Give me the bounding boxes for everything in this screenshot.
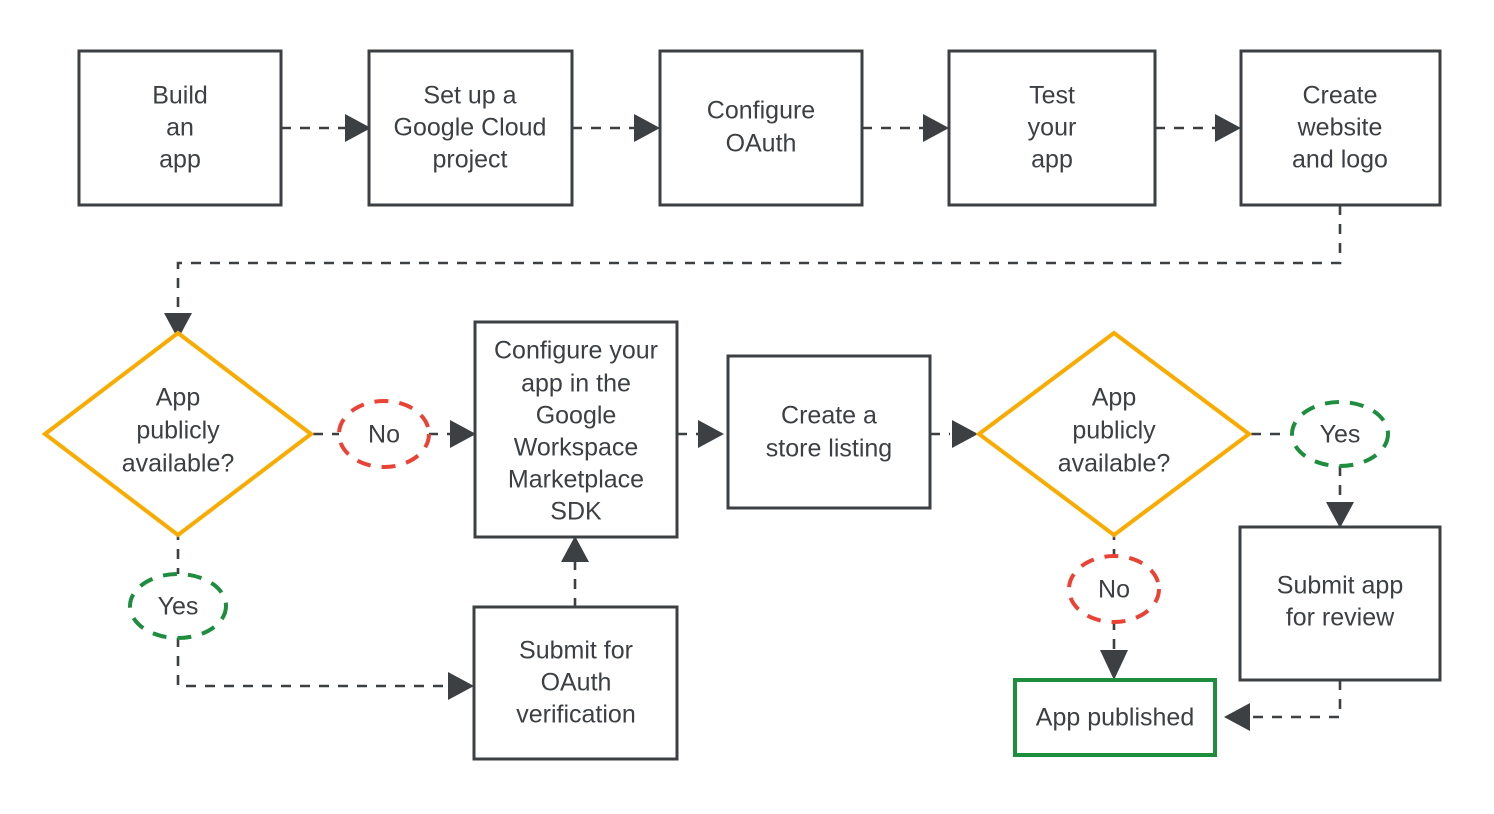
edge-label-no-1: No — [337, 399, 431, 469]
node-app-publicly-available-2-line-0: App — [1092, 384, 1136, 412]
edge-cloud-to-oauth — [572, 114, 660, 142]
edge-label-no-2: No — [1067, 554, 1161, 624]
node-build-an-app[interactable]: Build an app — [77, 49, 283, 207]
edge-review-to-published — [1224, 680, 1342, 731]
edge-store-listing-to-decision2 — [930, 420, 978, 448]
node-create-store-listing[interactable]: Create a store listing — [726, 354, 932, 510]
edge-label-no-1-text: No — [368, 421, 400, 449]
node-configure-app-sdk-line-3: Workspace — [514, 434, 639, 462]
edge-sdk-to-store-listing — [677, 420, 724, 448]
node-build-an-app-line-1: an — [166, 114, 194, 142]
node-set-up-google-cloud-line-1: Google Cloud — [394, 114, 547, 142]
node-submit-oauth-verification[interactable]: Submit for OAuth verification — [472, 605, 679, 761]
node-test-your-app-line-1: your — [1028, 114, 1077, 142]
node-build-an-app-line-2: app — [159, 146, 201, 174]
node-create-website-and-logo[interactable]: Create website and logo — [1239, 49, 1442, 207]
node-app-publicly-available-1[interactable]: App publicly available? — [41, 330, 315, 538]
node-configure-app-sdk-line-1: app in the — [521, 370, 631, 398]
node-app-publicly-available-2[interactable]: App publicly available? — [975, 330, 1253, 538]
edge-oauth-to-test — [862, 114, 949, 142]
node-configure-app-sdk[interactable]: Configure your app in the Google Workspa… — [473, 320, 679, 539]
edge-label-yes-2-text: Yes — [1320, 421, 1361, 449]
node-app-publicly-available-1-line-0: App — [156, 384, 200, 412]
node-set-up-google-cloud-line-2: project — [432, 146, 507, 174]
node-create-website-and-logo-line-2: and logo — [1292, 146, 1388, 174]
edge-decision2-yes-to-review — [1251, 432, 1354, 528]
edge-label-no-2-text: No — [1098, 576, 1130, 604]
node-app-published-line-0: App published — [1036, 704, 1194, 732]
edge-decision1-no-to-sdk — [313, 420, 476, 448]
node-submit-oauth-verification-line-2: verification — [516, 701, 636, 729]
edge-label-yes-1: Yes — [128, 572, 228, 640]
node-configure-oauth[interactable]: Configure OAuth — [658, 49, 864, 207]
edge-build-to-cloud — [281, 114, 371, 142]
node-test-your-app-line-0: Test — [1029, 82, 1075, 110]
node-app-published[interactable]: App published — [1013, 678, 1217, 757]
node-set-up-google-cloud[interactable]: Set up a Google Cloud project — [367, 49, 574, 207]
node-configure-app-sdk-line-0: Configure your — [494, 337, 658, 365]
node-app-publicly-available-1-line-1: publicly — [136, 417, 220, 445]
connector-layer — [164, 114, 1354, 731]
node-configure-oauth-line-0: Configure — [707, 97, 815, 125]
node-app-publicly-available-1-line-2: available? — [122, 450, 235, 478]
node-create-website-and-logo-line-1: website — [1297, 114, 1383, 142]
node-submit-app-for-review[interactable]: Submit app for review — [1238, 525, 1442, 682]
node-create-website-and-logo-line-0: Create — [1302, 82, 1377, 110]
edge-label-yes-2: Yes — [1290, 400, 1390, 468]
node-submit-app-for-review-line-1: for review — [1286, 604, 1395, 632]
node-submit-oauth-verification-line-0: Submit for — [519, 637, 633, 665]
node-app-publicly-available-2-line-2: available? — [1058, 450, 1171, 478]
node-test-your-app[interactable]: Test your app — [947, 49, 1157, 207]
node-configure-app-sdk-line-4: Marketplace — [508, 466, 644, 494]
edge-oauth-verification-to-sdk — [561, 536, 589, 608]
node-submit-oauth-verification-line-1: OAuth — [541, 669, 612, 697]
node-set-up-google-cloud-line-0: Set up a — [423, 82, 516, 110]
node-app-publicly-available-2-line-1: publicly — [1072, 417, 1156, 445]
node-configure-app-sdk-line-5: SDK — [550, 498, 602, 526]
node-create-store-listing-line-1: store listing — [766, 435, 892, 463]
edge-test-to-website — [1155, 114, 1241, 142]
node-create-store-listing-line-0: Create a — [781, 402, 877, 430]
node-submit-app-for-review-line-0: Submit app — [1277, 572, 1403, 600]
node-build-an-app-line-0: Build — [152, 82, 208, 110]
node-test-your-app-line-2: app — [1031, 146, 1073, 174]
node-configure-oauth-line-1: OAuth — [726, 130, 797, 158]
edge-label-yes-1-text: Yes — [158, 593, 199, 621]
edge-website-to-decision1 — [164, 205, 1342, 339]
node-configure-app-sdk-line-2: Google — [536, 402, 617, 430]
